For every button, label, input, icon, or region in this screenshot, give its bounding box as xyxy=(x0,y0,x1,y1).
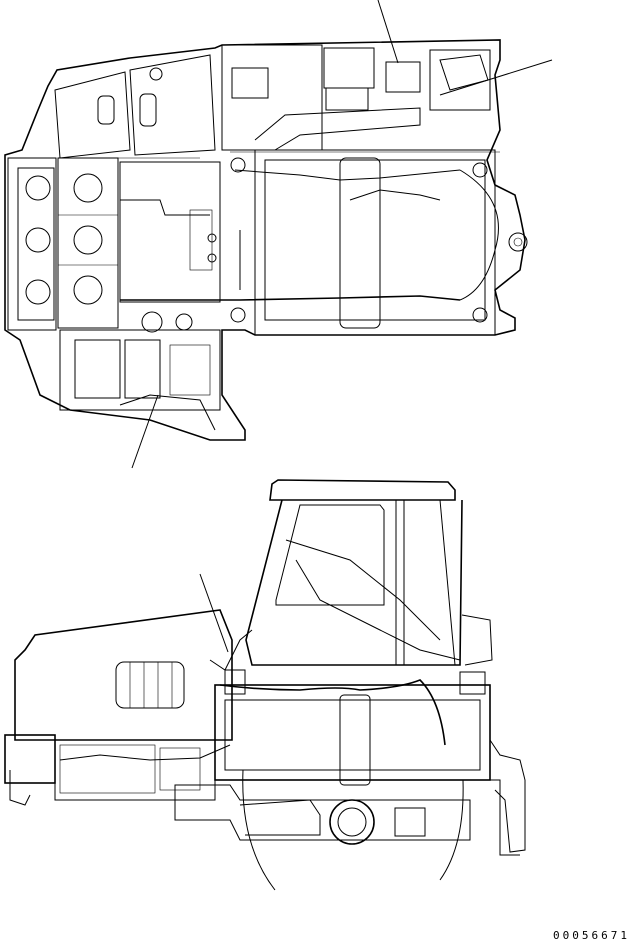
document-number: 00056671 xyxy=(553,929,630,942)
side-view xyxy=(4,479,526,891)
top-view xyxy=(4,0,553,469)
